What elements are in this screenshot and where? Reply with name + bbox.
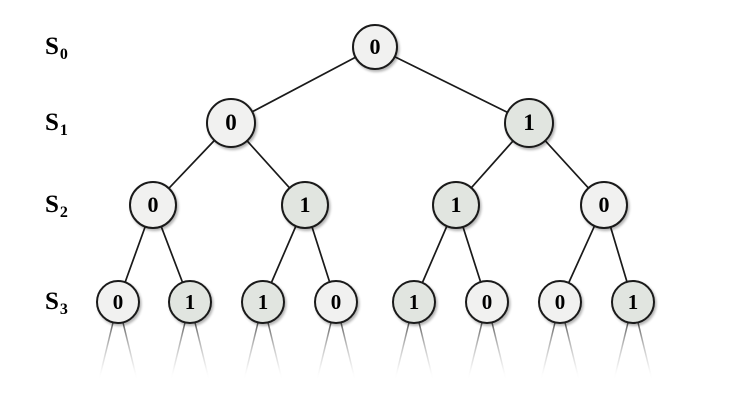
- tree-node-value: 1: [408, 289, 420, 314]
- tree-node-n3-4[interactable]: 0: [314, 280, 358, 324]
- leaf-stub-edge: [98, 320, 115, 381]
- leaf-stub-edge: [636, 320, 653, 381]
- tree-node-n3-1[interactable]: 0: [96, 280, 140, 324]
- leaf-stub-edge: [193, 320, 210, 381]
- level-label-letter: S: [45, 191, 59, 218]
- level-label-subscript: 2: [59, 204, 68, 221]
- tree-edge: [470, 140, 514, 189]
- level-label-subscript: 1: [59, 122, 68, 139]
- tree-edges: [124, 55, 628, 284]
- leaf-stub-edge: [339, 320, 356, 381]
- tree-node-n3-3[interactable]: 1: [241, 280, 285, 324]
- tree-node-n3-7[interactable]: 0: [538, 280, 582, 324]
- tree-node-value: 0: [147, 192, 159, 217]
- tree-node-value: 0: [369, 34, 381, 59]
- tree-node-n1-l[interactable]: 0: [206, 98, 256, 148]
- tree-edge: [251, 56, 357, 113]
- leaf-stub-edge: [121, 320, 138, 381]
- level-label-s3: S3: [45, 288, 68, 318]
- tree-edge: [462, 226, 482, 283]
- leaf-stub-edge: [266, 320, 283, 381]
- tree-node-n2-4[interactable]: 0: [580, 181, 628, 229]
- tree-edge: [246, 139, 291, 189]
- tree-edge: [567, 225, 596, 284]
- leaf-stub-edge: [417, 320, 434, 381]
- level-label-s2: S2: [45, 191, 68, 221]
- leaf-stub-edge: [540, 320, 557, 381]
- level-label-subscript: 3: [59, 301, 68, 318]
- tree-node-n2-2[interactable]: 1: [281, 181, 329, 229]
- level-label-subscript: 0: [59, 46, 68, 63]
- tree-edge: [160, 225, 184, 284]
- leaf-stub-edge: [467, 320, 484, 381]
- tree-edge: [270, 225, 297, 284]
- tree-node-n3-6[interactable]: 0: [465, 280, 509, 324]
- tree-edge: [421, 225, 448, 284]
- tree-node-value: 0: [598, 192, 610, 217]
- level-label-letter: S: [45, 288, 59, 315]
- tree-node-value: 1: [627, 289, 639, 314]
- tree-edge: [544, 139, 590, 189]
- tree-edge: [393, 55, 509, 114]
- leaf-stub-edges: [98, 320, 653, 381]
- tree-edge: [609, 226, 628, 283]
- level-label-s0: S0: [45, 33, 68, 63]
- level-label-letter: S: [45, 33, 59, 60]
- tree-node-n2-1[interactable]: 0: [129, 181, 177, 229]
- tree-node-n3-8[interactable]: 1: [611, 280, 655, 324]
- level-label-s1: S1: [45, 109, 68, 139]
- leaf-stub-edge: [563, 320, 580, 381]
- tree-edge: [124, 225, 147, 284]
- tree-node-n0[interactable]: 0: [352, 24, 398, 70]
- tree-node-value: 1: [299, 192, 311, 217]
- tree-edge: [168, 139, 216, 190]
- level-label-letter: S: [45, 109, 59, 136]
- tree-node-value: 1: [523, 110, 535, 135]
- tree-node-value: 0: [225, 110, 237, 135]
- tree-node-n3-5[interactable]: 1: [392, 280, 436, 324]
- tree-node-value: 0: [481, 289, 493, 314]
- tree-node-value: 0: [112, 289, 124, 314]
- leaf-stub-edge: [490, 320, 507, 381]
- tree-node-n2-3[interactable]: 1: [432, 181, 480, 229]
- tree-node-value: 1: [450, 192, 462, 217]
- leaf-stub-edge: [316, 320, 333, 381]
- tree-node-value: 1: [257, 289, 269, 314]
- leaf-stub-edge: [394, 320, 411, 381]
- leaf-stub-edge: [170, 320, 187, 381]
- leaf-stub-edge: [243, 320, 260, 381]
- leaf-stub-edge: [613, 320, 630, 381]
- tree-node-value: 0: [554, 289, 566, 314]
- tree-edge: [311, 226, 331, 283]
- tree-node-value: 0: [330, 289, 342, 314]
- tree-node-n1-r[interactable]: 1: [504, 98, 554, 148]
- tree-node-value: 1: [184, 289, 196, 314]
- tree-node-n3-2[interactable]: 1: [168, 280, 212, 324]
